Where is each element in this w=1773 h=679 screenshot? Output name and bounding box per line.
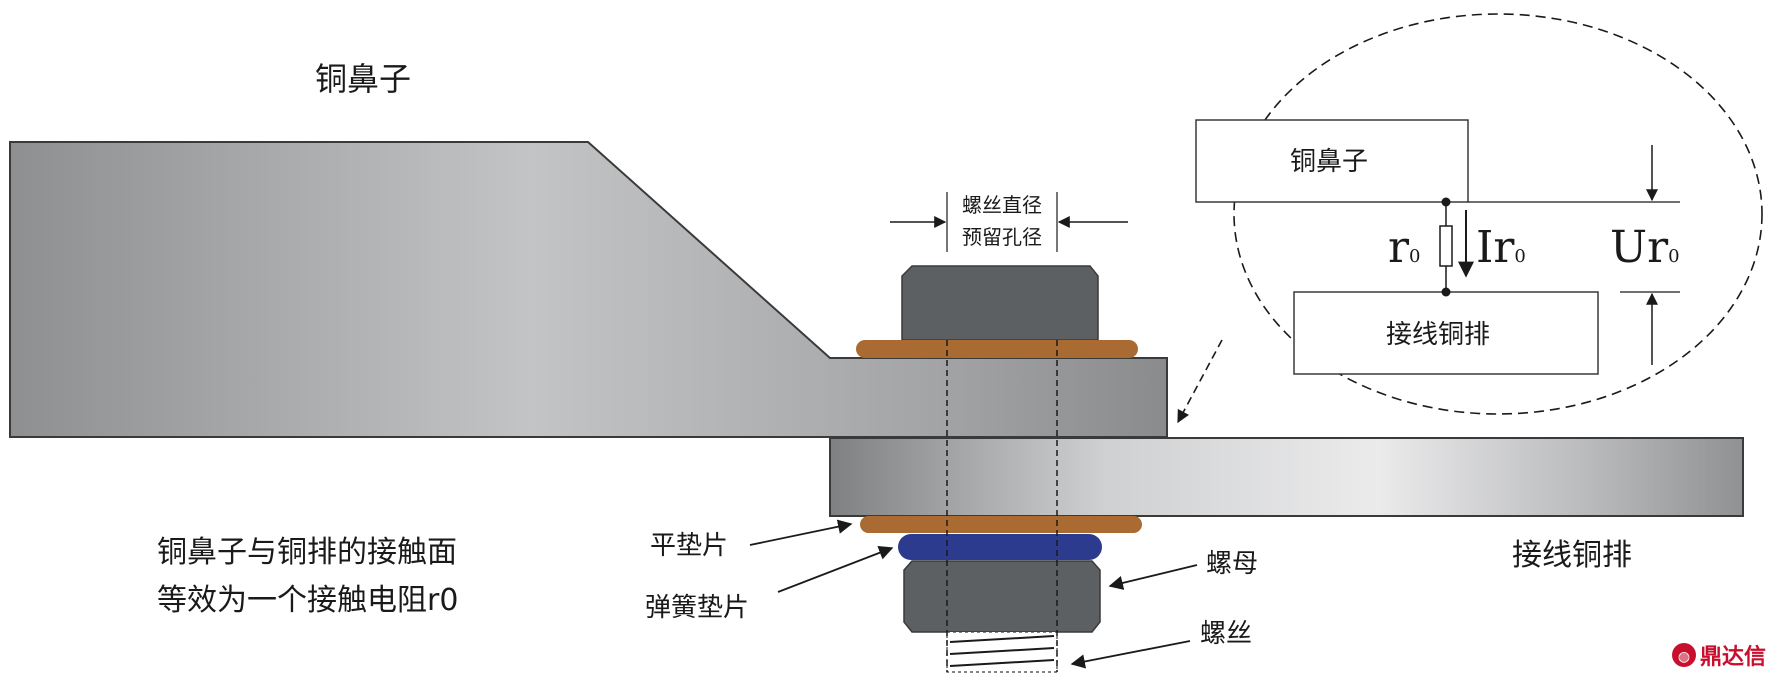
zoom-pointer bbox=[1177, 339, 1223, 424]
spring-washer bbox=[898, 534, 1102, 560]
svg-text:◍: ◍ bbox=[1678, 649, 1690, 665]
top-flat-washer bbox=[856, 340, 1138, 358]
bolt-head bbox=[901, 265, 1099, 341]
diameter-dimension: 螺丝直径 预留孔径 bbox=[890, 192, 1128, 252]
busbar-label: 接线铜排 bbox=[1512, 538, 1632, 573]
watermark-text: 鼎达信 bbox=[1700, 644, 1766, 670]
inset-busbar-label: 接线铜排 bbox=[1386, 320, 1490, 350]
copper-lug bbox=[9, 141, 1168, 438]
bolt-label: 螺丝 bbox=[1200, 619, 1252, 649]
bolt-arrow bbox=[1070, 640, 1191, 669]
lug-title: 铜鼻子 bbox=[315, 60, 411, 98]
contact-description-line1: 铜鼻子与铜排的接触面 bbox=[157, 535, 457, 570]
bottom-flat-washer bbox=[860, 516, 1142, 533]
bolt-thread bbox=[946, 631, 1058, 673]
nut-label: 螺母 bbox=[1206, 549, 1258, 579]
busbar bbox=[829, 437, 1744, 517]
inset-lug-label: 铜鼻子 bbox=[1290, 147, 1368, 177]
ddx-logo-icon bbox=[1672, 643, 1696, 667]
flat-washer-label: 平垫片 bbox=[650, 531, 728, 561]
voltage-symbol: Ur0 bbox=[1610, 222, 1680, 273]
hole-diameter-label: 预留孔径 bbox=[962, 225, 1042, 249]
zoom-inset bbox=[1233, 13, 1763, 415]
inset-lug-box bbox=[1195, 119, 1469, 203]
resistance-symbol: r0 bbox=[1388, 222, 1421, 273]
spring-washer-arrow bbox=[777, 545, 894, 593]
bolt-diameter-label: 螺丝直径 bbox=[962, 193, 1042, 217]
watermark: ◍ 鼎达信 bbox=[1672, 643, 1766, 670]
nut-arrow bbox=[1108, 564, 1198, 590]
flat-washer-arrow bbox=[749, 519, 853, 546]
contact-resistor bbox=[1439, 197, 1453, 297]
spring-washer-label: 弹簧垫片 bbox=[645, 593, 749, 623]
contact-description-line2: 等效为一个接触电阻r0 bbox=[157, 583, 458, 618]
current-symbol: Ir0 bbox=[1476, 222, 1526, 273]
nut bbox=[903, 560, 1101, 633]
